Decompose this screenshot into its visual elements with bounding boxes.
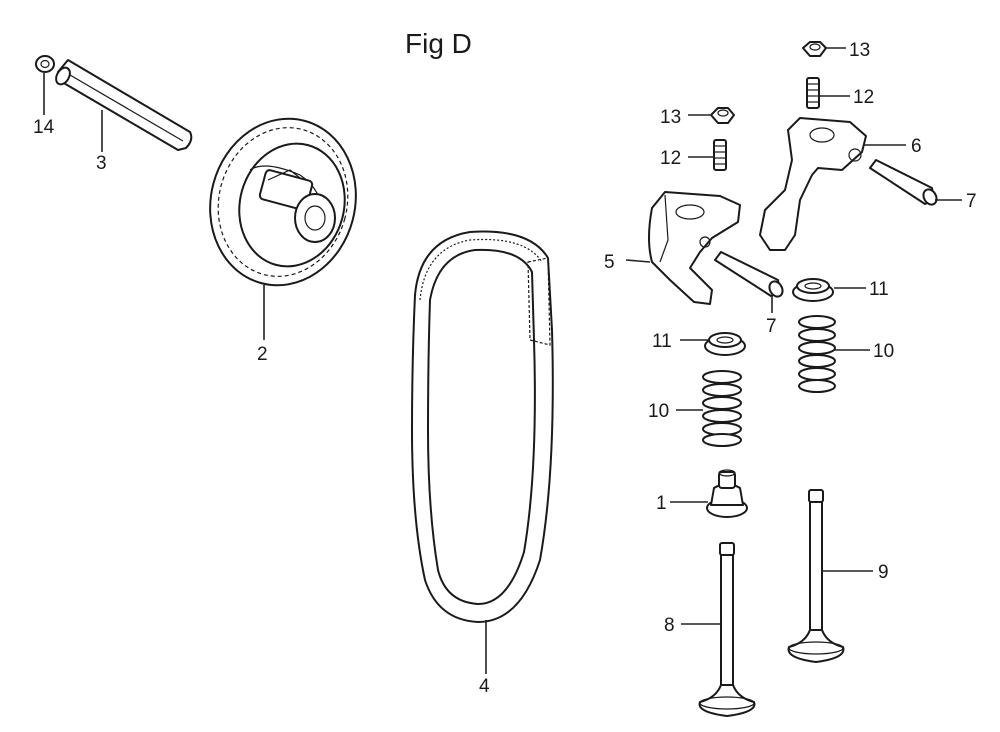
callout-9: 9: [878, 562, 889, 583]
part-7-pin-upper: [869, 159, 938, 206]
callout-6: 6: [911, 136, 922, 157]
callout-12-upper: 12: [853, 87, 874, 108]
leader-lines: [43, 47, 962, 674]
callout-7-lower: 7: [766, 316, 777, 337]
callout-13-upper: 13: [849, 40, 870, 61]
callout-8: 8: [664, 615, 675, 636]
callout-10-right: 10: [873, 341, 894, 362]
callout-2: 2: [257, 344, 268, 365]
callout-13-lower: 13: [660, 107, 681, 128]
callout-3: 3: [96, 153, 107, 174]
part-6-rocker-arm: [759, 117, 867, 251]
part-4-timing-belt: [411, 230, 554, 623]
part-2-cam-pulley: [209, 117, 357, 287]
part-8-valve: [698, 542, 756, 717]
callout-7-upper: 7: [966, 191, 977, 212]
part-10-spring-left: [702, 370, 742, 447]
part-12-screw-upper: [806, 77, 820, 109]
callout-1: 1: [656, 493, 667, 514]
callout-labels: 14 3 2 4 5 6 7 7 13 13 12 12 11 11 10 10…: [33, 40, 977, 697]
callout-11-left: 11: [652, 331, 672, 352]
part-14-washer: [35, 55, 55, 73]
part-11-retainer-left: [704, 332, 746, 356]
part-10-spring-right: [798, 315, 836, 393]
part-11-retainer-right: [792, 278, 834, 302]
figure-title: Fig D: [405, 28, 472, 59]
callout-4: 4: [479, 676, 490, 697]
callout-5: 5: [604, 252, 615, 273]
part-12-screw-lower: [713, 139, 727, 171]
part-3-shaft: [55, 59, 193, 151]
callout-12-lower: 12: [660, 148, 681, 169]
part-9-valve: [787, 489, 845, 663]
part-13-nut-upper: [802, 41, 827, 57]
callout-10-left: 10: [648, 401, 669, 422]
callout-11-right: 11: [869, 279, 889, 300]
part-13-nut-lower: [710, 107, 735, 124]
part-1-stem-seal: [706, 469, 748, 518]
part-5-rocker-arm: [648, 191, 741, 305]
part-7-pin-lower: [714, 251, 784, 298]
callout-14: 14: [33, 117, 55, 138]
